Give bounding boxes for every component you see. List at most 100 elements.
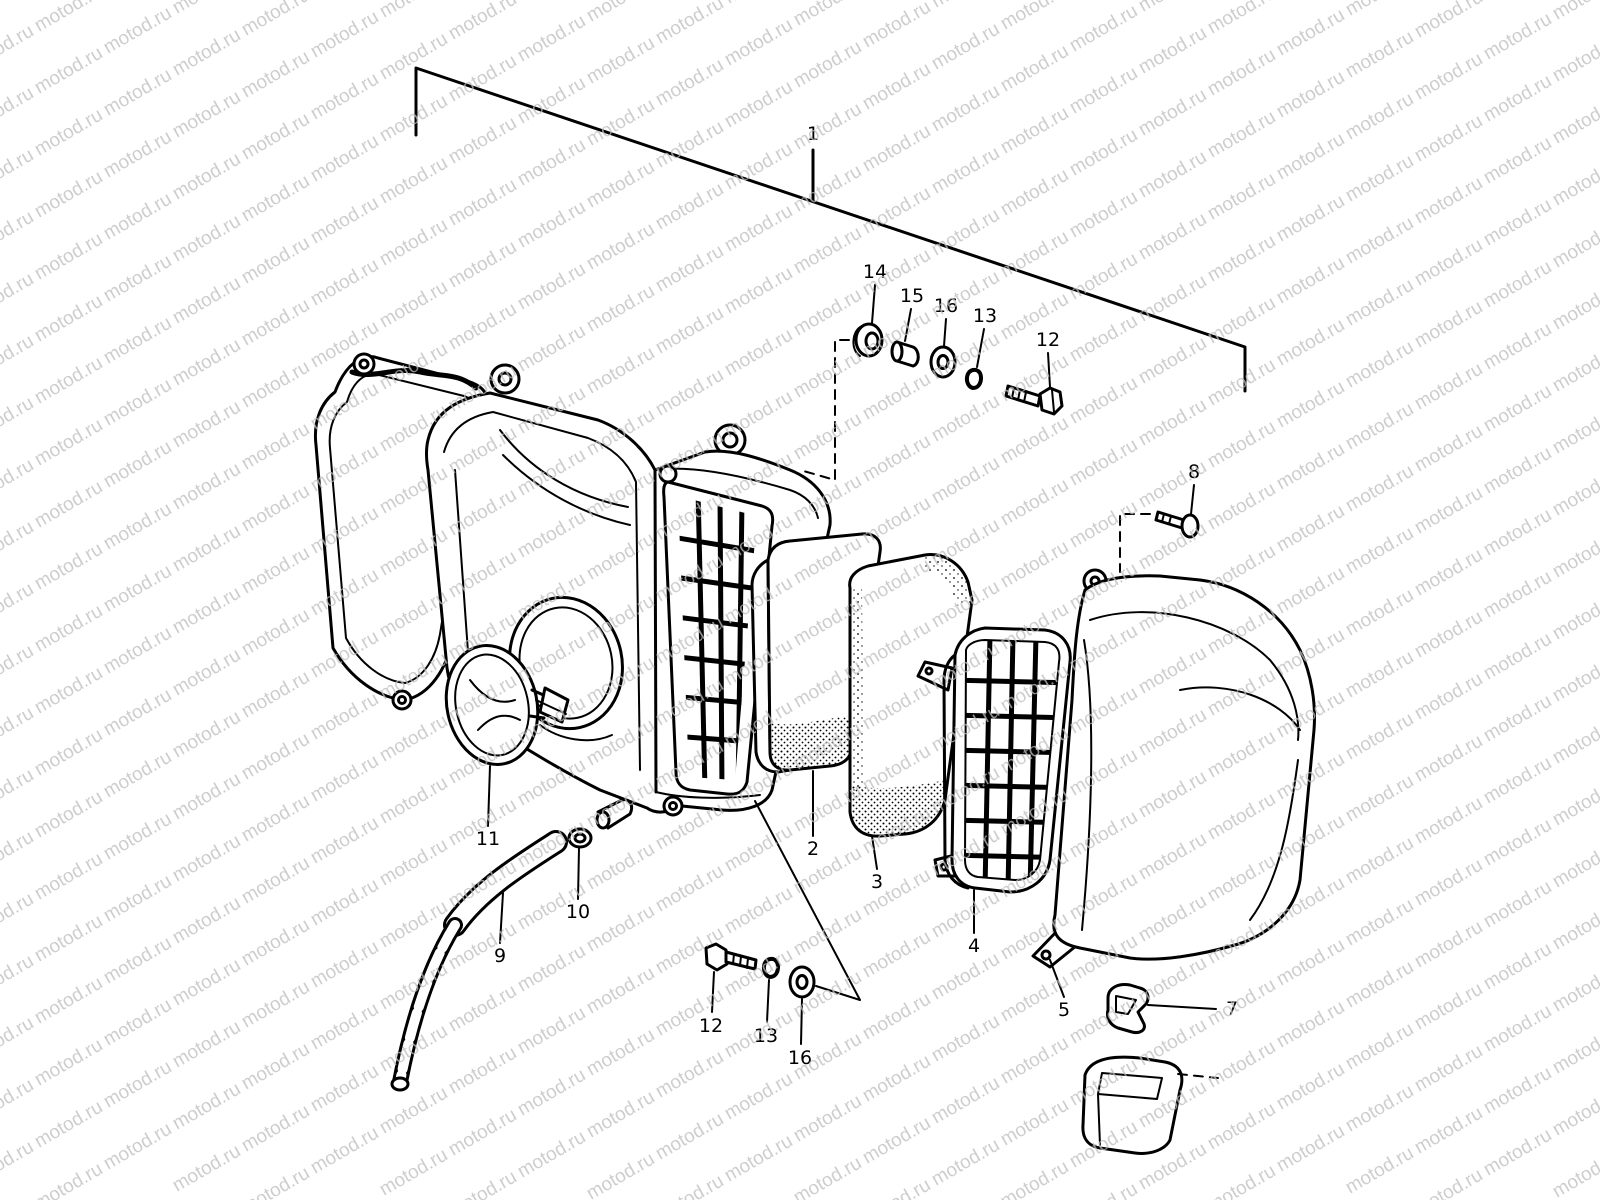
watermark-text: motod.ru bbox=[169, 955, 244, 1011]
cushion-hole bbox=[864, 331, 880, 351]
leader-line bbox=[766, 979, 770, 1023]
watermark-text: motod.ru bbox=[721, 201, 796, 257]
watermark-text: motod.ru bbox=[1549, 341, 1600, 397]
cap-contour bbox=[1081, 639, 1093, 931]
washer bbox=[788, 965, 816, 999]
watermark-text: motod.ru bbox=[1411, 855, 1486, 911]
watermark-text: motod.ru bbox=[1273, 67, 1348, 123]
watermark-text: motod.ru bbox=[1135, 85, 1210, 141]
callout-label: 12 bbox=[699, 1015, 723, 1037]
watermark-text: motod.ru bbox=[997, 1095, 1072, 1151]
watermark-text: motod.ru bbox=[1549, 0, 1600, 24]
watermark-text: motod.ru bbox=[1342, 1019, 1417, 1075]
watermark-text: motod.ru bbox=[1480, 9, 1555, 65]
watermark-text: motod.ru bbox=[307, 131, 382, 187]
watermark-text: motod.ru bbox=[100, 437, 175, 493]
leader-line bbox=[800, 998, 803, 1045]
lower-hardware bbox=[704, 800, 861, 1001]
drain-hose-lower-fill bbox=[395, 920, 460, 1087]
watermark-text: motod.ru bbox=[0, 517, 37, 573]
watermark-text: motod.ru bbox=[0, 765, 37, 821]
watermark-text: motod.ru bbox=[1342, 27, 1417, 83]
cap-contour bbox=[1089, 611, 1300, 741]
watermark-text: motod.ru bbox=[1549, 403, 1600, 459]
watermark-text: motod.ru bbox=[1342, 709, 1417, 765]
watermark-text: motod.ru bbox=[1273, 377, 1348, 433]
watermark-text: motod.ru bbox=[1066, 435, 1141, 491]
watermark-text: motod.ru bbox=[0, 83, 37, 139]
watermark-text: motod.ru bbox=[859, 1113, 934, 1169]
watermark-text: motod.ru bbox=[307, 689, 382, 745]
watermark-text: motod.ru bbox=[652, 117, 727, 173]
watermark-text: motod.ru bbox=[1480, 443, 1555, 499]
watermark-text: motod.ru bbox=[238, 357, 313, 413]
watermark-text: motod.ru bbox=[307, 1061, 382, 1117]
watermark-text: motod.ru bbox=[1549, 217, 1600, 273]
leader-line bbox=[904, 308, 912, 342]
watermark-text: motod.ru bbox=[1066, 1, 1141, 57]
watermark-text: motod.ru bbox=[928, 887, 1003, 943]
filter-grid-inner bbox=[964, 639, 1061, 881]
filter-grid-bar bbox=[965, 852, 1060, 861]
watermark-text: motod.ru bbox=[928, 391, 1003, 447]
upper-hardware bbox=[799, 322, 1200, 573]
watermark-text: motod.ru bbox=[1411, 297, 1486, 353]
watermark-text: motod.ru bbox=[1411, 1041, 1486, 1097]
watermark-text: motod.ru bbox=[1066, 311, 1141, 367]
watermark-text: motod.ru bbox=[1411, 1165, 1486, 1200]
watermark-text: motod.ru bbox=[583, 95, 658, 151]
watermark-text: motod.ru bbox=[1480, 1125, 1555, 1181]
case-mount-tab bbox=[489, 363, 521, 395]
case-front-edge bbox=[653, 468, 658, 794]
watermark-text: motod.ru bbox=[100, 561, 175, 617]
watermark-text: motod.ru bbox=[1549, 589, 1600, 645]
watermark-text: motod.ru bbox=[1273, 1059, 1348, 1115]
watermark-text: motod.ru bbox=[1342, 523, 1417, 579]
watermark-text: motod.ru bbox=[1204, 0, 1279, 38]
watermark-text: motod.ru bbox=[583, 1025, 658, 1081]
watermark-text: motod.ru bbox=[0, 1013, 37, 1069]
watermark-text: motod.ru bbox=[238, 667, 313, 723]
watermark-text: motod.ru bbox=[1273, 501, 1348, 557]
case-front-top bbox=[654, 467, 819, 519]
callout-label: 15 bbox=[900, 285, 924, 307]
watermark-text: motod.ru bbox=[445, 1043, 520, 1099]
callout-label: 5 bbox=[1058, 999, 1070, 1021]
watermark-text: motod.ru bbox=[583, 0, 658, 26]
watermark-text: motod.ru bbox=[0, 145, 37, 201]
watermark-text: motod.ru bbox=[31, 973, 106, 1029]
drain-box-edge bbox=[1097, 1093, 1101, 1146]
watermark-text: motod.ru bbox=[31, 105, 106, 161]
watermark-text: motod.ru bbox=[31, 167, 106, 223]
watermark-text: motod.ru bbox=[1411, 669, 1486, 725]
callout-label: 3 bbox=[871, 871, 883, 893]
watermark-text: motod.ru bbox=[100, 3, 175, 59]
watermark-text: motod.ru bbox=[376, 1145, 451, 1200]
cap-dashed-line bbox=[1119, 513, 1151, 573]
watermark-text: motod.ru bbox=[721, 263, 796, 319]
watermark-text: motod.ru bbox=[238, 0, 313, 40]
watermark-text: motod.ru bbox=[721, 77, 796, 133]
watermark-text: motod.ru bbox=[1549, 961, 1600, 1017]
callout-labels: 1 14 15 16 13 12 8 2 3 4 5 7 11 10 9 12 … bbox=[476, 123, 1238, 1069]
filter-grid-bar bbox=[1005, 640, 1016, 880]
watermark-text: motod.ru bbox=[238, 543, 313, 599]
watermark-text: motod.ru bbox=[0, 827, 37, 883]
watermark-text: motod.ru bbox=[307, 1123, 382, 1179]
watermark-text: motod.ru bbox=[307, 937, 382, 993]
case-mount-tab-hole bbox=[721, 431, 739, 449]
watermark-text: motod.ru bbox=[238, 1163, 313, 1200]
watermark-text: motod.ru bbox=[1411, 793, 1486, 849]
watermark-text: motod.ru bbox=[652, 1109, 727, 1165]
watermark-text: motod.ru bbox=[1480, 257, 1555, 313]
watermark-text: motod.ru bbox=[307, 875, 382, 931]
watermark-text: motod.ru bbox=[859, 1051, 934, 1107]
watermark-text: motod.ru bbox=[1549, 279, 1600, 335]
filter-grid-bar bbox=[965, 677, 1060, 686]
watermark-text: motod.ru bbox=[238, 1101, 313, 1157]
watermark-text: motod.ru bbox=[1273, 253, 1348, 309]
watermark-text: motod.ru bbox=[0, 579, 37, 635]
watermark-text: motod.ru bbox=[1480, 381, 1555, 437]
watermark-text: motod.ru bbox=[169, 1141, 244, 1197]
clamp-vane bbox=[469, 679, 516, 703]
